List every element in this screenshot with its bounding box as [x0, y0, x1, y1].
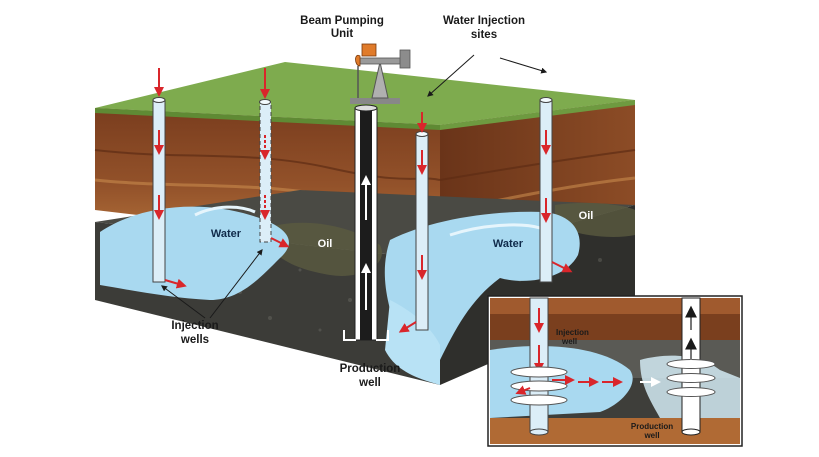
production-well-label-line1: Production — [340, 363, 401, 375]
leader-lines — [161, 54, 548, 319]
injection-well-2 — [259, 68, 290, 248]
grass-surface — [95, 62, 635, 125]
water-injection-label-line1: Water Injection — [443, 15, 525, 27]
inset-injection-label-line1: Injection — [556, 328, 589, 337]
reservoir-block — [95, 190, 635, 385]
oil-label-center: Oil — [318, 238, 333, 250]
water-front-plume — [385, 300, 440, 385]
labels: Beam Pumping Unit Water Injection sites … — [171, 15, 673, 440]
injection-well-4 — [539, 97, 573, 283]
production-well — [343, 104, 389, 341]
injection-wells-label-line1: Injection — [171, 320, 218, 332]
water-region-right — [384, 211, 580, 360]
inset-production-label-line1: Production — [631, 422, 673, 431]
injection-well-3 — [398, 112, 429, 333]
inset-production-label-line2: well — [643, 431, 659, 440]
water-label-right: Water — [493, 238, 524, 250]
water-label-left: Water — [211, 228, 242, 240]
water-injection-label-line2: sites — [471, 29, 497, 41]
injection-wells-label-line2: wells — [180, 334, 209, 346]
beam-pumping-unit — [350, 43, 411, 104]
oil-label-right: Oil — [579, 210, 594, 222]
inset-detail — [487, 295, 743, 447]
beam-pumping-label-line1: Beam Pumping — [300, 15, 384, 27]
injection-well-1 — [152, 68, 187, 289]
oil-region-center — [260, 222, 382, 276]
inset-injection-label-line2: well — [561, 337, 577, 346]
production-well-label-line2: well — [358, 377, 381, 389]
beam-pumping-label-line2: Unit — [331, 28, 354, 40]
